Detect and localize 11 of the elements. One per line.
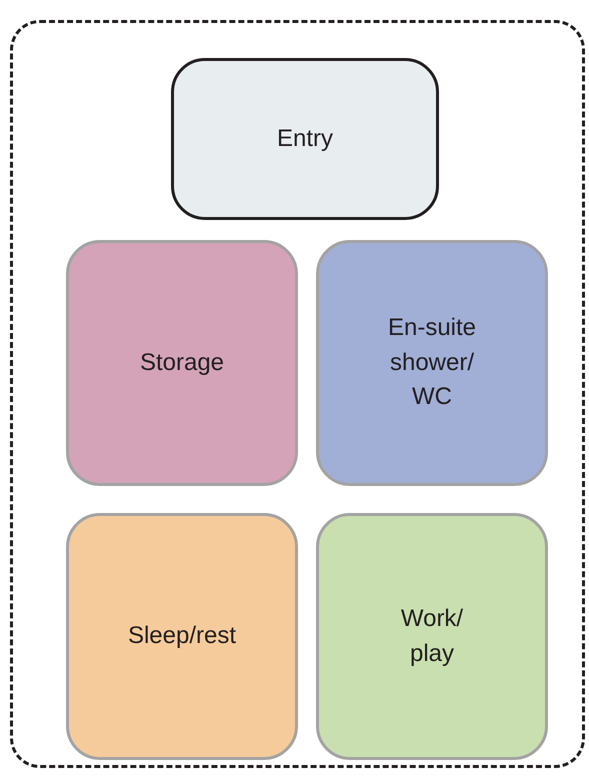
zone-label: Entry	[276, 124, 333, 154]
zone-label: Storage	[140, 348, 224, 378]
zone-label: En-suite shower/ WC	[386, 312, 478, 412]
zone-box	[66, 513, 298, 760]
zone-box	[171, 58, 439, 220]
zone-label: Work/ play	[400, 604, 464, 668]
zone-box	[66, 240, 298, 486]
dashed-boundary	[10, 20, 585, 768]
zone-label: Sleep/rest	[128, 621, 236, 652]
zone-box	[316, 240, 548, 486]
zone-box	[316, 513, 548, 760]
